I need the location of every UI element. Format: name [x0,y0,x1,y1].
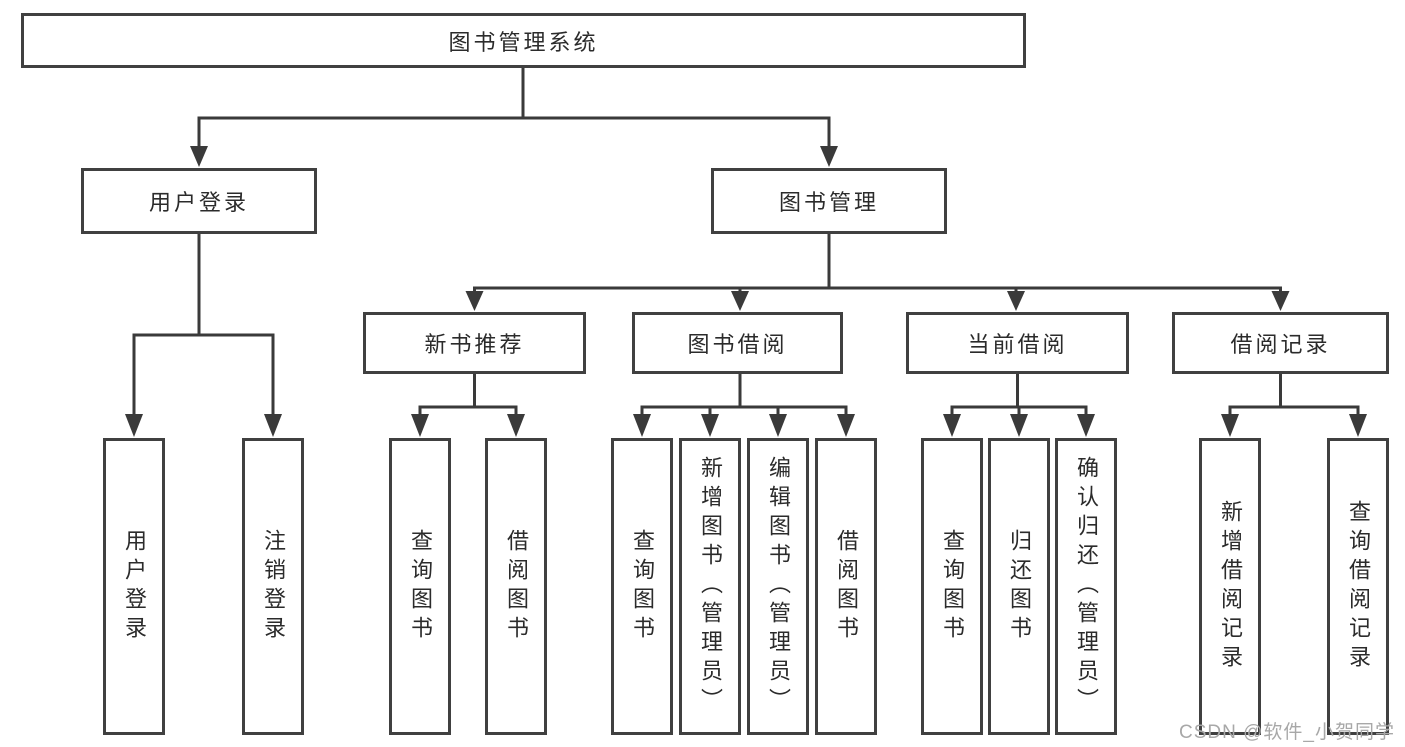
leaf-logout: 注销登录 [242,438,304,735]
leaf-label: 新增借阅记录 [1218,499,1243,674]
node-current-borrowing: 当前借阅 [906,312,1129,374]
leaf-edit-book-admin: 编辑图书（管理员） [747,438,809,735]
leaf-add-book-admin: 新增图书（管理员） [679,438,741,735]
node-borrowing-records: 借阅记录 [1172,312,1389,374]
node-label: 图书管理系统 [448,29,599,55]
leaf-label: 编辑图书（管理员） [766,456,791,717]
leaf-borrow-books-recommend: 借阅图书 [485,438,547,735]
node-new-book-recommendation: 新书推荐 [363,312,586,374]
leaf-query-borrow-record: 查询借阅记录 [1327,438,1389,735]
leaf-label: 查询图书 [630,528,655,645]
node-book-borrowing: 图书借阅 [632,312,843,374]
leaf-label: 新增图书（管理员） [698,456,723,717]
node-label: 用户登录 [148,190,249,215]
leaf-label: 查询图书 [940,528,965,645]
leaf-label: 归还图书 [1007,528,1032,645]
leaf-label: 查询借阅记录 [1346,499,1371,674]
leaf-query-books-borrowing: 查询图书 [611,438,673,735]
csdn-watermark: CSDN @软件_小贺同学 [1179,722,1395,743]
node-label: 借阅记录 [1230,332,1331,357]
leaf-label: 确认归还（管理员） [1074,456,1099,717]
leaf-label: 借阅图书 [504,528,529,645]
leaf-label: 查询图书 [408,528,433,645]
leaf-label: 注销登录 [261,528,286,645]
leaf-label: 用户登录 [122,528,147,645]
node-label: 图书管理 [778,190,879,215]
node-user-login: 用户登录 [81,168,317,234]
leaf-label: 借阅图书 [834,528,859,645]
leaf-query-books-recommend: 查询图书 [389,438,451,735]
leaf-borrow-books: 借阅图书 [815,438,877,735]
node-library-management-system: 图书管理系统 [21,13,1026,68]
node-label: 新书推荐 [424,332,525,357]
node-label: 当前借阅 [967,332,1068,357]
leaf-confirm-return-admin: 确认归还（管理员） [1055,438,1117,735]
node-label: 图书借阅 [687,332,788,357]
leaf-query-books-current: 查询图书 [921,438,983,735]
node-book-management: 图书管理 [711,168,947,234]
leaf-add-borrow-record: 新增借阅记录 [1199,438,1261,735]
leaf-user-login: 用户登录 [103,438,165,735]
leaf-return-book: 归还图书 [988,438,1050,735]
